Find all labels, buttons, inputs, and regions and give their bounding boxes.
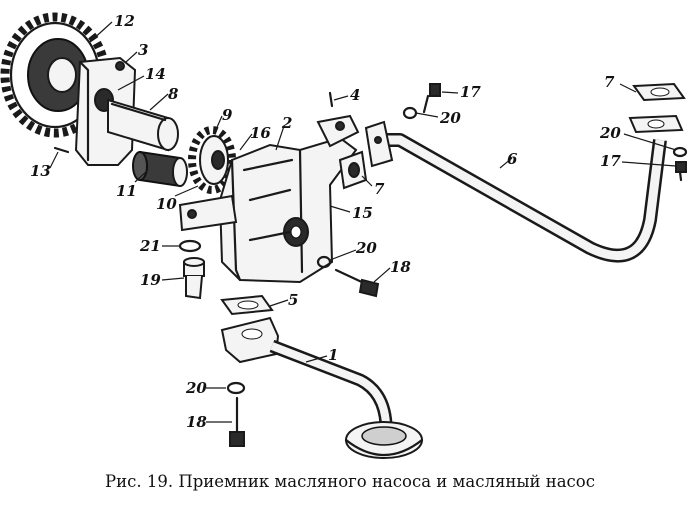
drive-gear-12 (0, 12, 110, 138)
bolt-17a (422, 83, 441, 114)
washer-20a (402, 106, 418, 120)
callout-20-right: 20 (599, 124, 621, 142)
callout-20-mid: 20 (355, 239, 377, 257)
oil-receiver-1 (220, 316, 424, 459)
callout-18-bottom: 18 (186, 413, 207, 431)
callout-3: 3 (138, 41, 148, 59)
callout-10: 10 (156, 195, 177, 213)
shaft-8 (107, 98, 179, 152)
washer-20b (672, 146, 688, 158)
callout-21: 21 (139, 237, 161, 255)
callout-16: 16 (250, 124, 271, 142)
callout-17-top: 17 (460, 83, 481, 101)
callout-20-bottom: 20 (185, 379, 207, 397)
callout-18-mid: 18 (390, 258, 411, 276)
figure-caption: Рис. 19. Приемник масляного насоса и мас… (105, 472, 595, 491)
gasket-7b (632, 82, 686, 102)
oil-tube-6 (364, 114, 684, 263)
callout-13: 13 (30, 162, 51, 180)
callout-5: 5 (288, 291, 298, 309)
pump-housing-2 (178, 114, 360, 284)
bolt-18a (334, 268, 380, 298)
callout-6: 6 (507, 150, 518, 168)
flange-7 (338, 150, 368, 190)
callout-7-flange: 7 (374, 180, 385, 198)
callout-19: 19 (140, 271, 161, 289)
callout-8: 8 (168, 85, 179, 103)
pin-13 (53, 146, 70, 154)
gasket-5 (220, 294, 274, 316)
callout-14: 14 (145, 65, 166, 83)
bushing-11 (132, 150, 188, 188)
callout-9: 9 (222, 106, 233, 124)
bolt-18b (229, 396, 245, 447)
washer-20d (226, 381, 246, 395)
washer-20c (316, 255, 332, 269)
washer-21 (178, 239, 202, 253)
callout-11: 11 (116, 182, 137, 200)
bolt-19 (183, 257, 205, 300)
callout-7-gasket: 7 (604, 73, 615, 91)
leader-lines (49, 21, 677, 423)
callouts: 12 3 14 8 13 9 16 2 4 11 10 15 7 17 20 6… (30, 12, 621, 431)
stud-4 (328, 91, 334, 108)
callout-12: 12 (114, 12, 135, 30)
callout-20-top: 20 (439, 109, 461, 127)
callout-2: 2 (281, 114, 292, 132)
callout-17-right: 17 (600, 152, 621, 170)
callout-1: 1 (328, 346, 338, 364)
callout-15: 15 (352, 204, 373, 222)
bolt-17b (675, 161, 687, 182)
callout-4: 4 (350, 86, 360, 104)
